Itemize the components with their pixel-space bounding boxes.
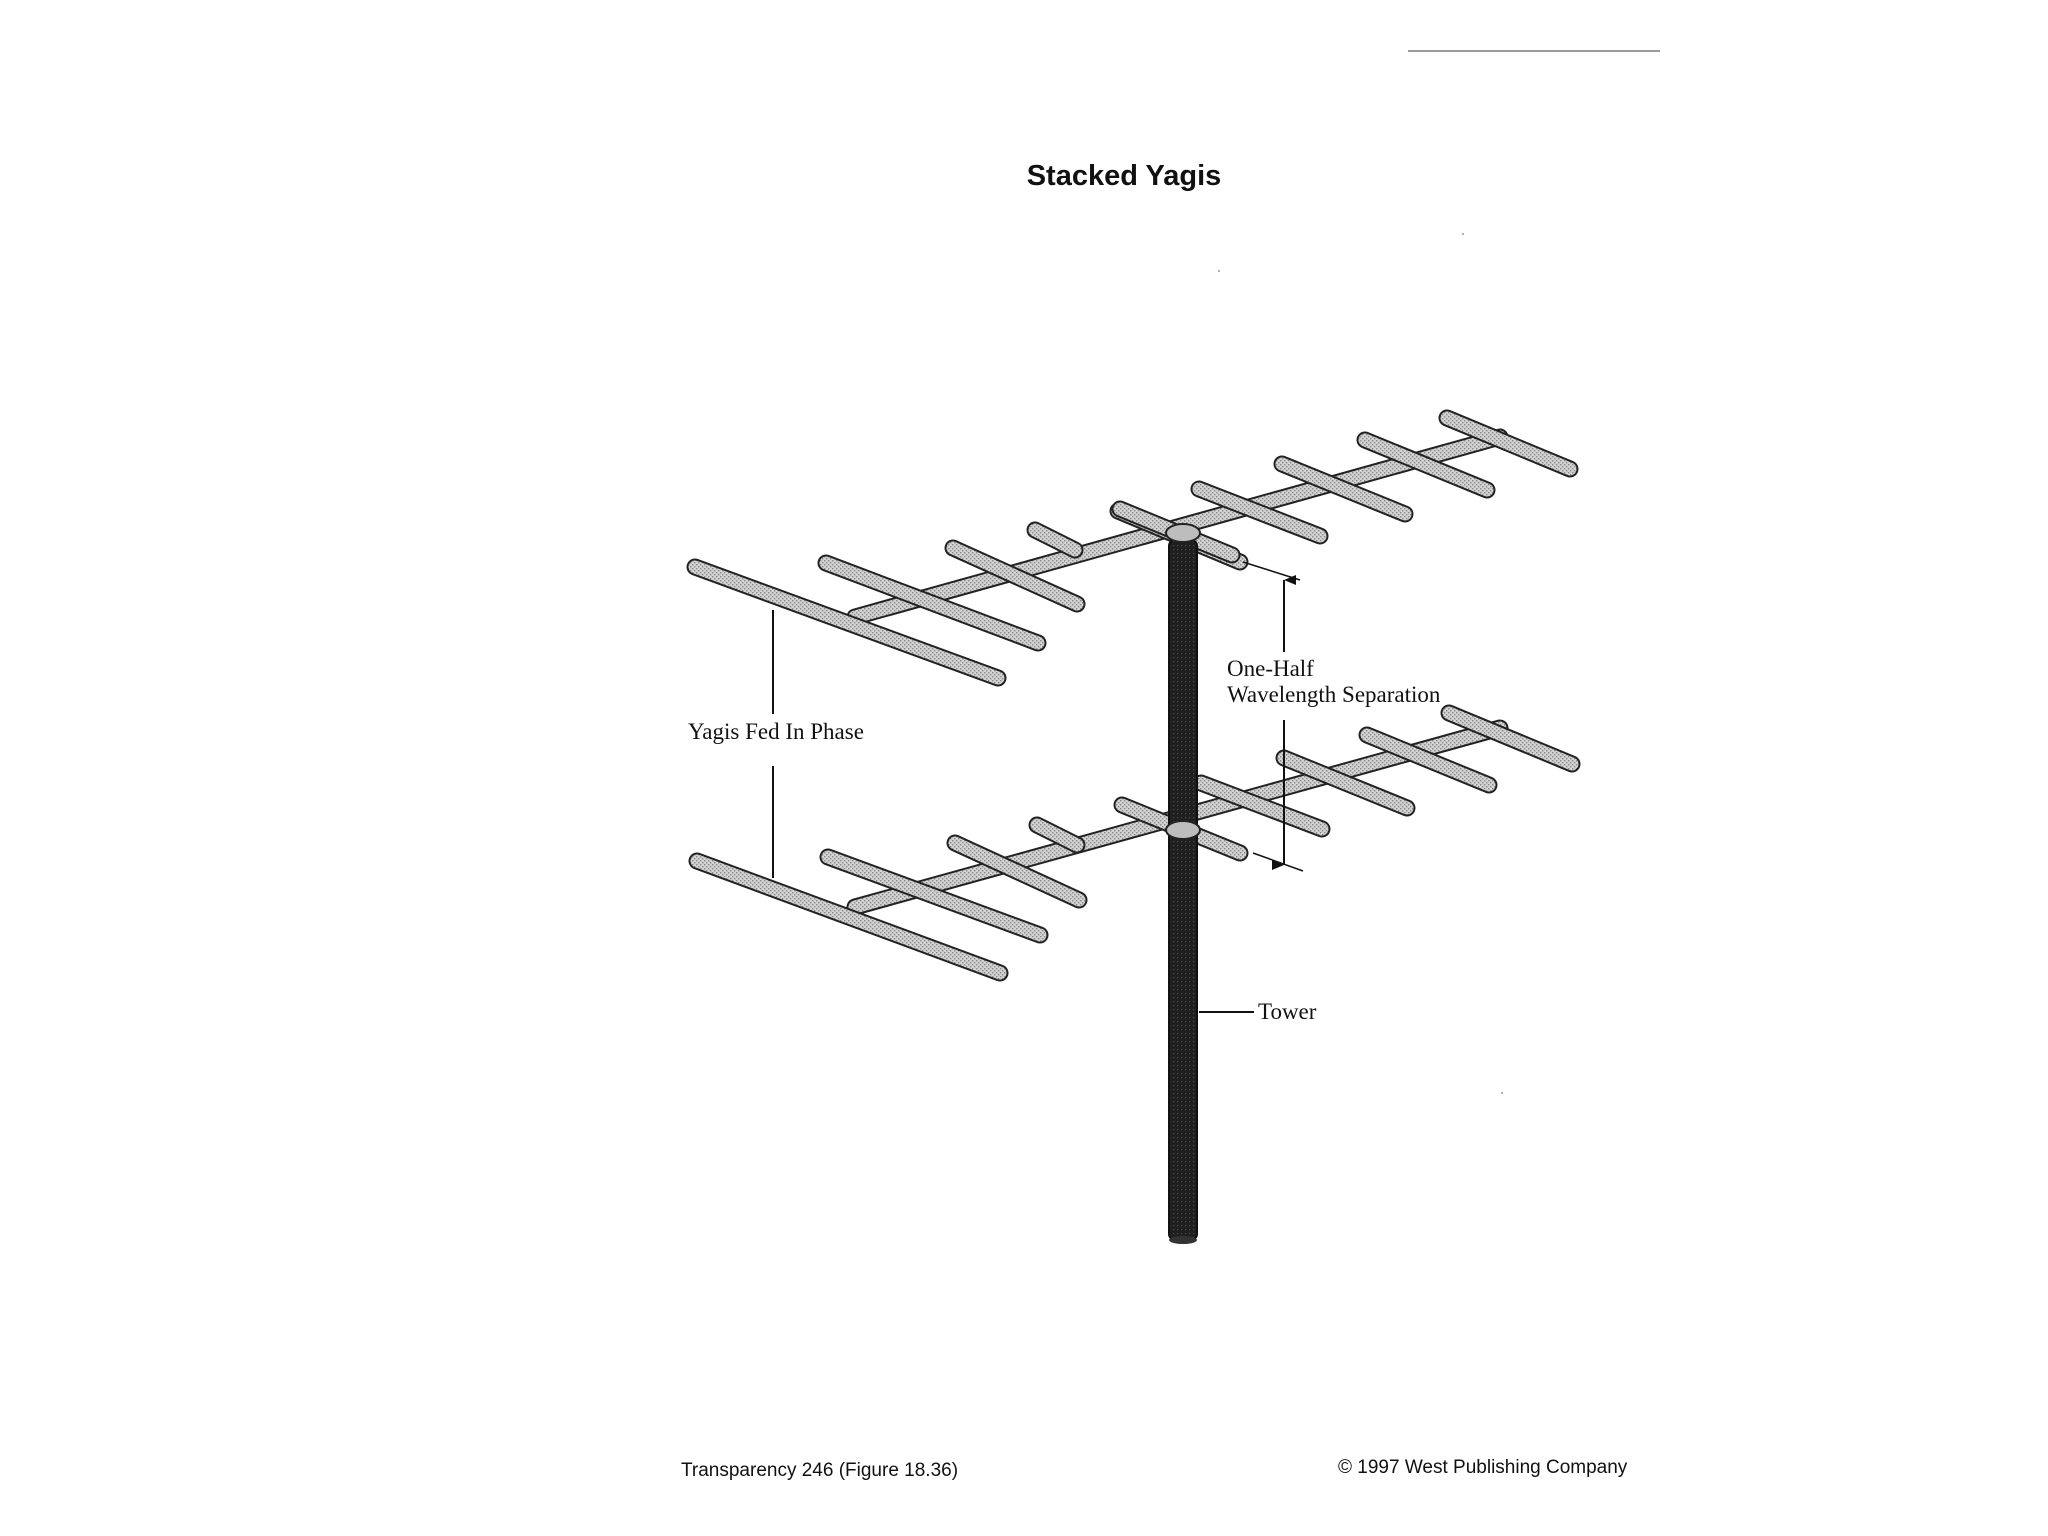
header-rule [1408,50,1660,52]
tower-lower-joint [1165,820,1201,840]
upper-element-2-shading [819,556,1045,650]
upper-yagi [686,409,1579,687]
tower-upper-joint [1165,523,1201,543]
footer-transparency: Transparency 246 (Figure 18.36) [681,1460,959,1481]
label-separation-line2: Wavelength Separation [1227,682,1441,707]
lower-element-3-shading [948,836,1086,907]
label-yagis-fed-in-phase: Yagis Fed In Phase [688,719,864,744]
upper-element-4-shading [1028,523,1082,557]
tower [1165,523,1201,1244]
upper-element-7-shading [1275,457,1412,521]
lower-element-1-shading [690,854,1007,980]
upper-element-8-shading [1358,433,1494,497]
lower-elements [688,704,1581,982]
label-tower: Tower [1258,999,1317,1024]
label-separation-line1: One-Half [1227,656,1314,681]
upper-element-6-shading [1192,482,1327,543]
speck [1501,1092,1503,1094]
upper-element-9-shading [1440,411,1577,476]
lower-yagi [688,704,1581,982]
upper-element-3-shading [946,541,1084,611]
lower-element-4-shading [1030,818,1084,852]
footer-copyright: © 1997 West Publishing Company [1338,1457,1628,1478]
page-title: Stacked Yagis [1026,160,1222,192]
lower-element-9-shading [1442,706,1579,771]
speck [1462,233,1464,235]
separation-dimension [1242,561,1304,872]
speck [1218,270,1220,272]
lower-element-7-shading [1277,751,1414,815]
lower-element-6-shading [1194,776,1329,836]
lower-element-2-shading [821,850,1047,942]
lower-element-8-shading [1360,728,1496,792]
upper-element-1-shading [688,560,1005,685]
